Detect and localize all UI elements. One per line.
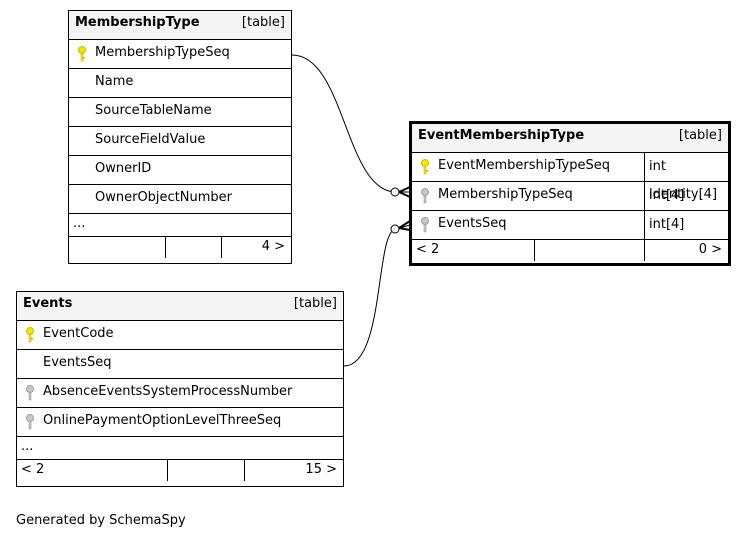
column-type: int[4] [644,211,684,239]
footer-cell [221,237,291,258]
relation-events-optional-marker [390,224,400,234]
table-kind: [table] [678,128,722,143]
column-name: EventCode [43,326,114,341]
footer-cell [244,460,343,481]
table-header: MembershipType [table] [69,11,291,39]
footer-cell [167,460,245,481]
primary-key-icon [26,327,34,343]
table-events[interactable]: Events [table] EventCode EventsSeq Absen… [16,291,344,487]
foreign-key-icon [421,188,429,204]
relation-events-crowsfoot [398,220,411,231]
column-name: Name [95,74,134,89]
column-name: EventsSeq [43,355,112,370]
column-row[interactable]: MembershipTypeSeq int[4] [412,181,728,210]
column-row[interactable]: AbsenceEventsSystemProcessNumber [17,378,343,407]
column-row[interactable]: SourceTableName [69,97,291,126]
ellipsis-row: ... [17,436,343,459]
foreign-key-icon [26,385,34,401]
column-row[interactable]: MembershipTypeSeq [69,39,291,68]
column-name: MembershipTypeSeq [95,45,230,60]
column-row[interactable]: OwnerID [69,155,291,184]
column-name: AbsenceEventsSystemProcessNumber [43,384,293,399]
relation-events-line [343,224,411,367]
children-count[interactable]: 0 > [698,242,722,257]
footer-cell [534,240,645,261]
column-row[interactable]: EventsSeq int[4] [412,210,728,239]
column-name: MembershipTypeSeq [438,187,573,202]
parents-count[interactable]: < 2 [21,462,45,477]
table-kind: [table] [241,15,285,30]
footer-cell [165,237,222,258]
table-eventmembershiptype[interactable]: EventMembershipType [table] EventMembers… [409,121,731,266]
more-columns-ellipsis: ... [21,439,34,454]
column-name: SourceFieldValue [95,132,206,147]
footer-cell [644,240,728,261]
table-membershiptype[interactable]: MembershipType [table] MembershipTypeSeq… [68,10,292,264]
column-row[interactable]: OnlinePaymentOptionLevelThreeSeq [17,407,343,436]
table-footer: < 2 0 > [412,239,728,261]
column-row[interactable]: EventsSeq [17,349,343,378]
primary-key-icon [78,46,86,62]
table-name: Events [23,296,73,311]
column-type: int[4] [644,182,684,210]
column-row[interactable]: EventMembershipTypeSeq int identity[4] [412,152,728,202]
column-name: EventMembershipTypeSeq [438,158,610,173]
foreign-key-icon [421,217,429,233]
column-name: SourceTableName [95,103,212,118]
table-name: MembershipType [75,15,200,30]
children-count[interactable]: 15 > [305,462,337,477]
relation-membershiptype-optional-marker [390,187,400,197]
table-footer: 4 > [69,236,291,258]
column-row[interactable]: EventCode [17,320,343,349]
column-type: int identity[4] [644,153,728,202]
foreign-key-icon [26,414,34,430]
column-row[interactable]: OwnerObjectNumber [69,184,291,213]
generated-by-caption: Generated by SchemaSpy [16,513,186,528]
ellipsis-row: ... [69,213,291,236]
table-header: EventMembershipType [table] [412,124,728,152]
column-row[interactable]: Name [69,68,291,97]
column-name: EventsSeq [438,216,507,231]
parents-count[interactable]: < 2 [416,242,440,257]
relation-membershiptype-line [291,54,410,193]
primary-key-icon [421,159,429,175]
table-header: Events [table] [17,292,343,320]
column-name: OnlinePaymentOptionLevelThreeSeq [43,413,282,428]
table-name: EventMembershipType [418,128,585,143]
table-footer: < 2 15 > [17,459,343,481]
column-row[interactable]: SourceFieldValue [69,126,291,155]
relation-membershiptype-crowsfoot [398,186,411,198]
more-columns-ellipsis: ... [73,216,86,231]
children-count[interactable]: 4 > [261,239,285,254]
column-name: OwnerID [95,161,152,176]
table-kind: [table] [293,296,337,311]
column-name: OwnerObjectNumber [95,190,233,205]
